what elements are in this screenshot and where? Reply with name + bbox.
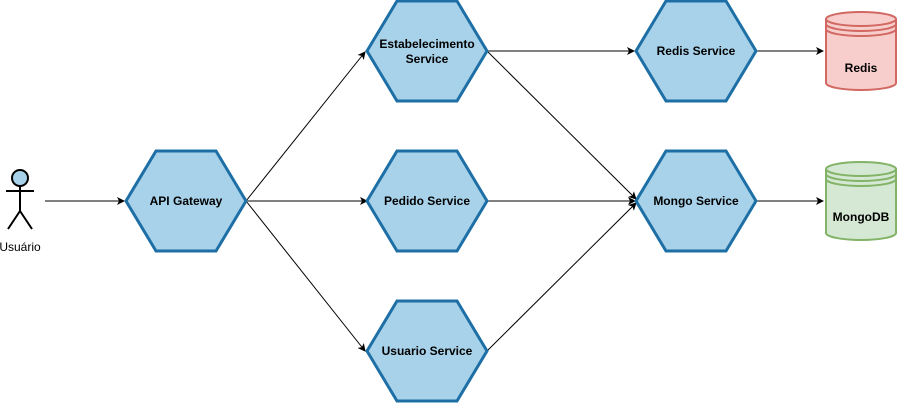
node-usuario-service[interactable]: Usuario Service xyxy=(365,299,489,403)
usuario-service-label: Usuario Service xyxy=(382,344,473,358)
node-api-gateway[interactable]: API Gateway xyxy=(124,149,248,253)
edge-usuario-service-to-mongo-service xyxy=(486,202,637,352)
node-pedido-service[interactable]: Pedido Service xyxy=(365,149,489,253)
node-estabelecimento-service[interactable]: Estabelecimento Service xyxy=(365,0,489,103)
edge-gateway-to-usuario-service xyxy=(245,200,366,352)
redis-db-label: Redis xyxy=(845,61,878,75)
mongodb-db-label: MongoDB xyxy=(833,210,890,224)
actor-left-leg xyxy=(7,210,21,230)
node-mongodb-db[interactable]: MongoDB xyxy=(825,161,897,241)
edges xyxy=(45,47,824,352)
redis-db-cylinder xyxy=(825,11,897,91)
actor-label: Usuário xyxy=(0,240,41,254)
actor-right-leg xyxy=(19,210,33,230)
edge-estabelecimento-to-mongo-service xyxy=(486,50,637,200)
node-redis-service[interactable]: Redis Service xyxy=(634,0,758,103)
estabelecimento-label-line1: Estabelecimento xyxy=(379,37,474,51)
actor-usuario: Usuário xyxy=(0,169,41,254)
node-mongo-service[interactable]: Mongo Service xyxy=(634,149,758,253)
actor-head xyxy=(11,169,29,187)
mongodb-db-cylinder xyxy=(825,161,897,241)
redis-db-rim xyxy=(825,18,897,37)
mongo-service-label: Mongo Service xyxy=(653,194,739,208)
api-gateway-label: API Gateway xyxy=(150,194,223,208)
node-redis-db[interactable]: Redis xyxy=(825,11,897,91)
mongodb-db-rim xyxy=(825,168,897,187)
edge-gateway-to-estabelecimento xyxy=(245,51,366,202)
estabelecimento-label-line2: Service xyxy=(406,52,449,66)
pedido-label: Pedido Service xyxy=(384,194,470,208)
redis-service-label: Redis Service xyxy=(657,44,736,58)
